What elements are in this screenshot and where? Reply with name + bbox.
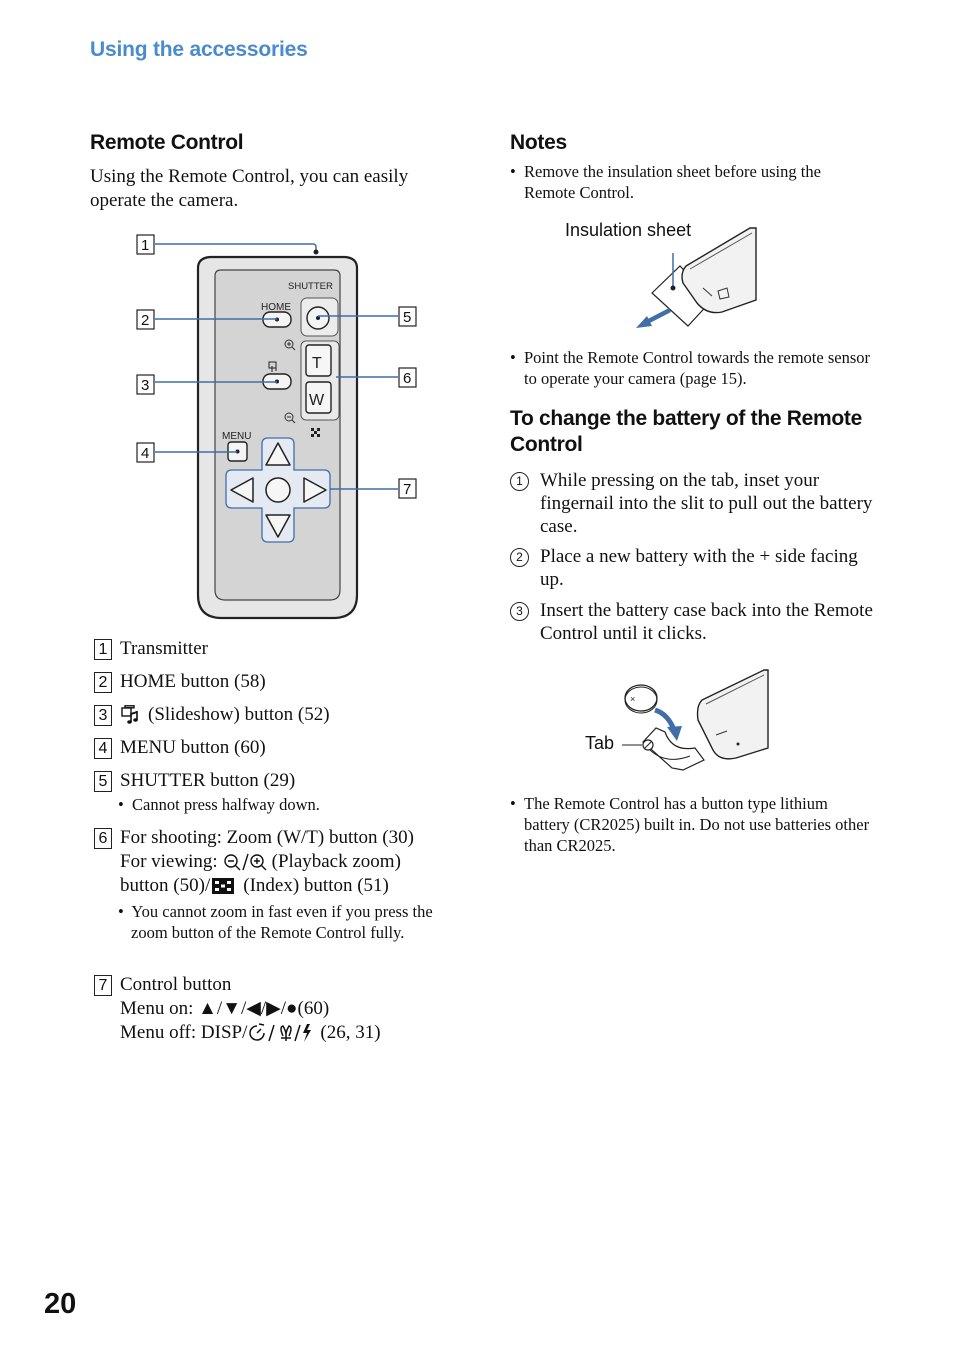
battery-step-3: 3 Insert the battery case back into the … [510,599,880,645]
item-text: SHUTTER button (29) [120,770,296,791]
item-text: Menu on: ▲/▼/◀/▶/●(60) [120,998,330,1019]
note-text: Point the Remote Control towards the rem… [524,348,870,388]
battery-heading-line-1: To change the battery of the Remote [510,407,862,430]
item-number: 7 [94,975,112,996]
index-icon [212,878,235,894]
svg-text:×: × [630,694,635,704]
playback-zoom-icons [223,853,267,871]
shutter-label: SHUTTER [288,281,333,292]
item-transmitter: 1 Transmitter [94,637,454,661]
item-text: Control button [120,974,232,995]
home-label: HOME [261,302,291,313]
remote-control-heading: Remote Control [90,131,244,154]
slideshow-icon [121,705,138,724]
control-down [265,514,291,538]
note-text: Remove the insulation sheet before using… [524,162,821,202]
w-label: W [309,392,325,409]
slideshow-icon [268,361,277,372]
item-number: 6 [94,828,112,849]
item-text: (26, 31) [320,1022,381,1043]
index-icon [311,428,320,437]
item-number: 2 [94,672,112,693]
battery-step-2: 2 Place a new battery with the + side fa… [510,545,880,591]
battery-step-1: 1 While pressing on the tab, inset your … [510,469,880,538]
item-subnote: • You cannot zoom in fast even if you pr… [118,902,433,942]
callout-2: 2 [141,312,149,329]
remote-intro-line-1: Using the Remote Control, you can easily [90,166,409,187]
step-text: While pressing on the tab, inset your fi… [540,470,873,537]
menu-label: MENU [222,431,251,442]
item-control-button: 7 Control button Menu on: ▲/▼/◀/▶/●(60) … [94,973,454,1045]
battery-heading-line-2: Control [510,433,583,456]
item-number: 3 [94,705,112,726]
t-label: T [312,355,322,372]
step-text: Place a new battery with the + side faci… [540,546,858,590]
item-text: (Index) button (51) [243,875,389,896]
remote-intro: Using the Remote Control, you can easily… [90,165,460,213]
item-zoom-button: 6 For shooting: Zoom (W/T) button (30) F… [94,826,454,943]
step-number: 3 [510,602,529,621]
item-text: (Slideshow) button (52) [148,704,330,725]
item-text: MENU button (60) [120,737,266,758]
remote-control-diagram: SHUTTER HOME T W MENU [136,234,417,620]
item-text: For viewing: [120,851,218,872]
page-number: 20 [44,1288,77,1320]
callout-4: 4 [141,445,149,462]
battery-figure: × [622,669,769,771]
battery-heading: To change the battery of the Remote Cont… [510,406,862,458]
item-slideshow-button: 3 (Slideshow) button (52) [94,703,454,727]
item-text: For shooting: Zoom (W/T) button (30) [120,827,414,848]
item-text: HOME button (58) [120,671,266,692]
tab-label: Tab [585,733,615,753]
callout-1: 1 [141,237,149,254]
callout-5: 5 [403,309,411,326]
callout-3: 3 [141,377,149,394]
disp-mode-icons [249,1023,312,1042]
battery-note: •The Remote Control has a button type li… [510,794,870,855]
control-left [230,477,254,503]
insulation-sheet-figure [636,227,757,328]
remote-intro-line-2: operate the camera. [90,190,239,211]
step-number: 1 [510,472,529,491]
callout-6: 6 [403,370,411,387]
item-text: (Playback zoom) [271,851,401,872]
item-number: 1 [94,639,112,660]
control-center [265,477,291,503]
insulation-sheet-label: Insulation sheet [565,220,692,240]
note-bullet-2: •Point the Remote Control towards the re… [510,348,870,388]
zoom-out-icon [284,412,296,424]
battery-note-text: The Remote Control has a button type lit… [524,794,870,855]
note-bullet-1: •Remove the insulation sheet before usin… [510,161,870,203]
step-text: Insert the battery case back into the Re… [540,600,873,644]
callout-7: 7 [403,481,411,498]
item-number: 4 [94,738,112,759]
item-shutter-button: 5 SHUTTER button (29) • Cannot press hal… [94,769,454,815]
control-right [303,477,327,503]
item-number: 5 [94,771,112,792]
notes-heading: Notes [510,131,567,154]
item-menu-button: 4 MENU button (60) [94,736,454,760]
item-text: Transmitter [120,638,208,659]
item-subnote: • Cannot press halfway down. [118,795,320,814]
step-number: 2 [510,548,529,567]
section-header: Using the accessories [90,38,308,61]
control-up [265,442,291,466]
item-text: Menu off: DISP/ [120,1022,248,1043]
item-text: button (50)/ [120,875,211,896]
item-home-button: 2 HOME button (58) [94,670,454,694]
zoom-in-icon [284,339,296,351]
